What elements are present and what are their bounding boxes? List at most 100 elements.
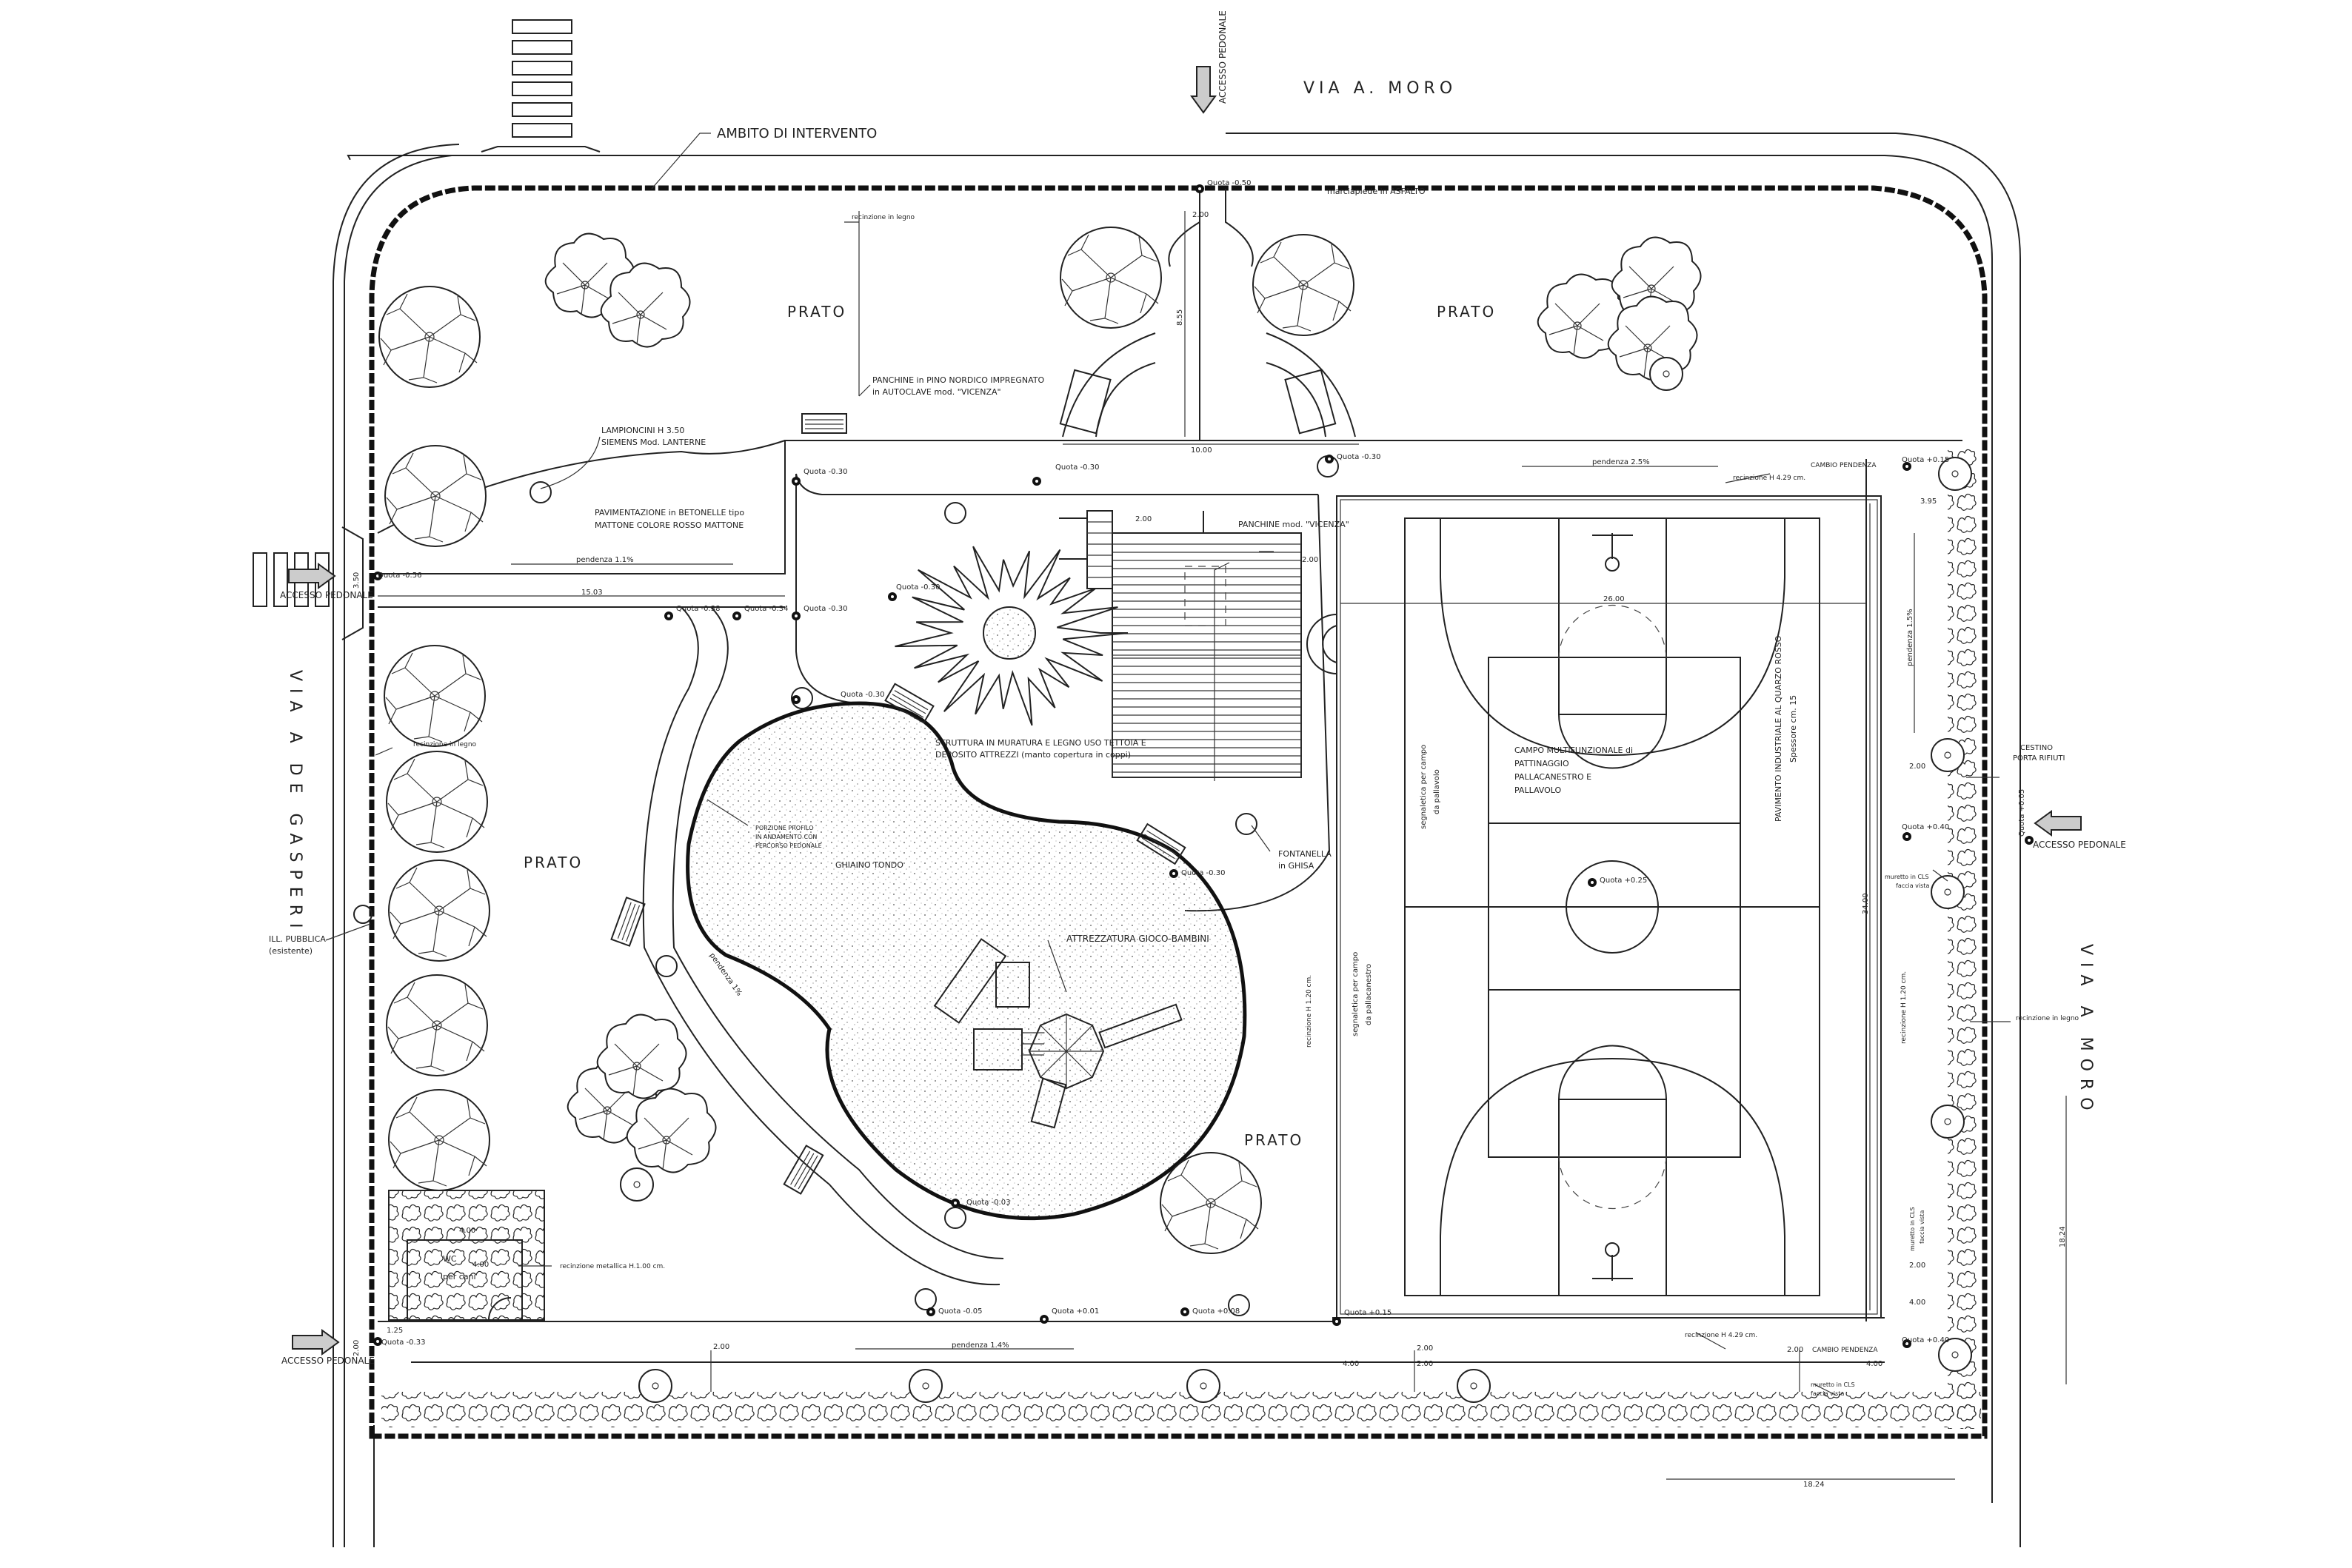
quota-label: Quota +0.40 [1902, 1336, 1949, 1344]
quota-label: Quota -0.30 [1181, 869, 1225, 877]
ornamental-plant [895, 546, 1129, 726]
callout-segnaletica-basket-2: da pallacanestro [1365, 964, 1373, 1025]
dim-label: 34.00 [1862, 893, 1870, 914]
callout-ill-1: ILL. PUBBLICA [269, 934, 326, 944]
callout-wc-2: per cani [443, 1272, 476, 1281]
callout-lampioncini-2: SIEMENS Mod. LANTERNE [601, 438, 706, 447]
road-outlines [333, 133, 2021, 1547]
play-structure [933, 938, 1183, 1129]
callout-pavimentazione-2: MATTONE COLORE ROSSO MATTONE [595, 520, 744, 530]
hedge-east [1948, 444, 1979, 1429]
dim-label: 2.00 [1192, 211, 1209, 219]
callout-segnaletica-volley-1: segnaletica per campo [1420, 745, 1428, 829]
quota-label: Quota -0.30 [804, 605, 847, 613]
quota-label: Quota +0.15 [1344, 1309, 1392, 1317]
callout-muretto-2a: muretto in CLS [1909, 1207, 1916, 1251]
street-name-east: VIA A MORO [2077, 944, 2095, 1118]
dim-label: 2.00 [1417, 1344, 1433, 1353]
dim-label: 4.00 [1909, 1299, 1925, 1307]
callout-recinzione-legno-e: recinzione in legno [2016, 1015, 2079, 1022]
callout-cambio-pendenza-s: CAMBIO PENDENZA [1812, 1347, 1878, 1354]
quota-label: Quota -0.30 [804, 468, 847, 476]
dimension-labels: 2.00 8.55 10.00 15.03 3.50 26.00 34.00 2… [353, 211, 2067, 1489]
quota-labels: Quota -0.50 Quota -0.30 Quota -0.30 Quot… [378, 179, 2026, 1347]
callout-struttura-2: DEPOSITO ATTREZZI (manto copertura in co… [935, 750, 1131, 760]
dim-label: 2.00 [1787, 1346, 1803, 1354]
callout-panchine-vicenza: PANCHINE mod. "VICENZA" [1238, 520, 1349, 529]
quota-label: Quota +0.25 [1600, 877, 1647, 885]
dimension-lines [378, 211, 2067, 1480]
quota-label: Quota -0.38 [676, 605, 720, 613]
callout-muretto-1a: muretto in CLS [1885, 874, 1929, 880]
quota-label: Quota -0.30 [1337, 453, 1380, 461]
callout-porzione-2: IN ANDAMENTO CON [755, 834, 817, 840]
slope-label: pendenza 1.4% [952, 1341, 1009, 1350]
callout-campo-4: PALLAVOLO [1514, 785, 1562, 795]
dog-area [388, 1190, 545, 1321]
quota-label: Quota -0.30 [1055, 463, 1099, 472]
dim-label: 2.00 [353, 1340, 361, 1356]
sports-court [1306, 459, 1882, 1321]
callout-campo-1: CAMPO MULTIFUNZIONALE di [1514, 746, 1633, 755]
callout-recinzione-metallica: recinzione metallica H.1.00 cm. [560, 1263, 665, 1270]
callout-recinzione-120-w: recinzione H 1.20 cm. [1306, 975, 1313, 1048]
north-entrance-benches [1059, 332, 1356, 438]
quota-label: Quota +0.08 [1192, 1307, 1240, 1316]
street-name-west: VIA A DE GASPERI [286, 670, 304, 935]
callout-panchine-pino-2: in AUTOCLAVE mod. "VICENZA" [872, 387, 1001, 397]
property-boundary [369, 185, 1988, 1439]
callout-recinzione-legno-n: recinzione in legno [852, 214, 915, 221]
dim-label: 4.00 [1343, 1360, 1359, 1368]
callout-recinzione-429-n: recinzione H 4.29 cm. [1733, 475, 1805, 482]
dim-label: 3.95 [1920, 497, 1937, 506]
dim-label: 8.55 [1176, 309, 1184, 326]
callout-cestino-1: CESTINO [2020, 744, 2053, 752]
access-label-west: ACCESSO PEDONALE [280, 590, 373, 600]
dim-label: 26.00 [1603, 595, 1625, 603]
callout-fontanella-2: in GHISA [1278, 861, 1314, 871]
callout-cestino-2: PORTA RIFIUTI [2013, 754, 2065, 763]
quota-label: Quota -0.03 [966, 1199, 1010, 1207]
access-label-east: ACCESSO PEDONALE [2033, 840, 2126, 850]
area-label-prato-ne: PRATO [1437, 303, 1496, 321]
area-label-prato-w: PRATO [524, 854, 583, 871]
access-label-north: ACCESSO PEDONALE [1217, 10, 1228, 104]
callout-lampioncini-1: LAMPIONCINI H 3.50 [601, 426, 684, 435]
dim-label: 2.00 [1909, 763, 1925, 771]
dim-label: 10.00 [1191, 446, 1212, 455]
quota-label: Quota -0.56 [378, 572, 421, 580]
quota-label: Quota -0.30 [841, 691, 884, 699]
callout-porzione-1: PORZIONE PROFILO [755, 825, 814, 831]
callout-struttura-1: STRUTTURA IN MURATURA E LEGNO USO TETTOI… [935, 738, 1146, 748]
callout-muretto-1b: faccia vista [1896, 882, 1929, 889]
callout-pavimento-1: PAVIMENTO INDUSTRIALE AL QUARZO ROSSO [1774, 635, 1783, 822]
callout-ill-2: (esistente) [269, 946, 313, 956]
pavilion-structure [1059, 510, 1302, 778]
callout-recinzione-120-e: recinzione H 1.20 cm. [1900, 971, 1908, 1044]
callout-muretto-2b: faccia vista [1919, 1210, 1925, 1244]
slope-label: pendenza 1.5% [1906, 609, 1914, 666]
dim-label: 2.00 [1302, 556, 1318, 564]
quota-label: Quota +0.05 [2018, 789, 2026, 837]
area-label-prato-nw: PRATO [787, 303, 846, 321]
quota-label: Quota -0.34 [744, 605, 788, 613]
quota-label: Quota -0.33 [381, 1339, 425, 1347]
callout-campo-3: PALLACANESTRO E [1514, 772, 1591, 782]
callout-porzione-3: PERCORSO PEDONALE [755, 842, 822, 849]
callout-segnaletica-basket-1: segnaletica per campo [1352, 952, 1360, 1036]
dim-label: 4.00 [472, 1261, 489, 1269]
trees [353, 227, 1972, 1403]
dim-label: 2.00 [1135, 515, 1152, 523]
leader-lines [325, 133, 2011, 1396]
callout-fontanella-1: FONTANELLA [1278, 849, 1332, 859]
quota-label: Quota -0.50 [1207, 179, 1251, 187]
dim-label: 18.24 [2059, 1226, 2067, 1247]
hedge-south [381, 1392, 1981, 1427]
callout-recinzione-legno-w: recinzione in legno [413, 741, 477, 748]
access-label-southwest: ACCESSO PEDONALE [281, 1356, 375, 1366]
callout-wc-1: WC [443, 1254, 457, 1264]
dim-label: 3.50 [353, 572, 361, 589]
callout-ambito: AMBITO DI INTERVENTO [717, 126, 877, 141]
quota-label: Quota +0.15 [1902, 456, 1949, 464]
